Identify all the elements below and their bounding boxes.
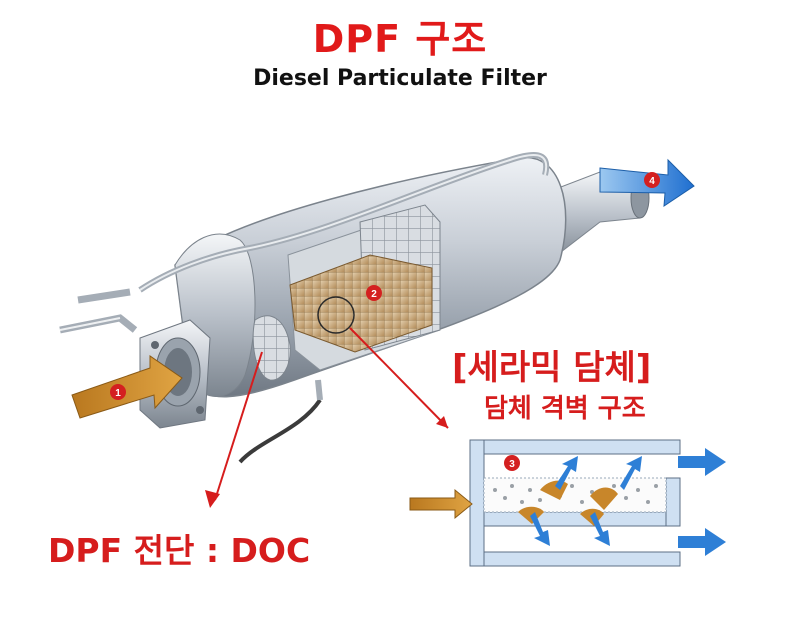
- svg-text:3: 3: [509, 459, 515, 470]
- filter-canister: [59, 152, 567, 464]
- svg-text:4: 4: [649, 176, 655, 187]
- pointer-arrow-to-wall: [349, 327, 449, 429]
- dpf-front-doc-label: DPF 전단 : DOC: [48, 531, 311, 570]
- substrate-wall-structure-label: 담체 격벽 구조: [484, 394, 646, 424]
- pointer-arrow-to-doc: [205, 351, 263, 508]
- wall-flow-detail: [409, 439, 726, 567]
- marker-1: 1: [110, 384, 126, 400]
- inlet-flow-arrow: [71, 355, 183, 419]
- marker-3: 3: [504, 455, 520, 471]
- svg-text:1: 1: [115, 388, 121, 399]
- page-subtitle: Diesel Particulate Filter: [253, 66, 547, 91]
- page-title: DPF 구조: [312, 17, 488, 61]
- marker-2: 2: [366, 285, 382, 301]
- ceramic-substrate-label: [세라믹 담체]: [452, 348, 652, 388]
- marker-4: 4: [644, 172, 660, 188]
- svg-text:2: 2: [371, 289, 377, 300]
